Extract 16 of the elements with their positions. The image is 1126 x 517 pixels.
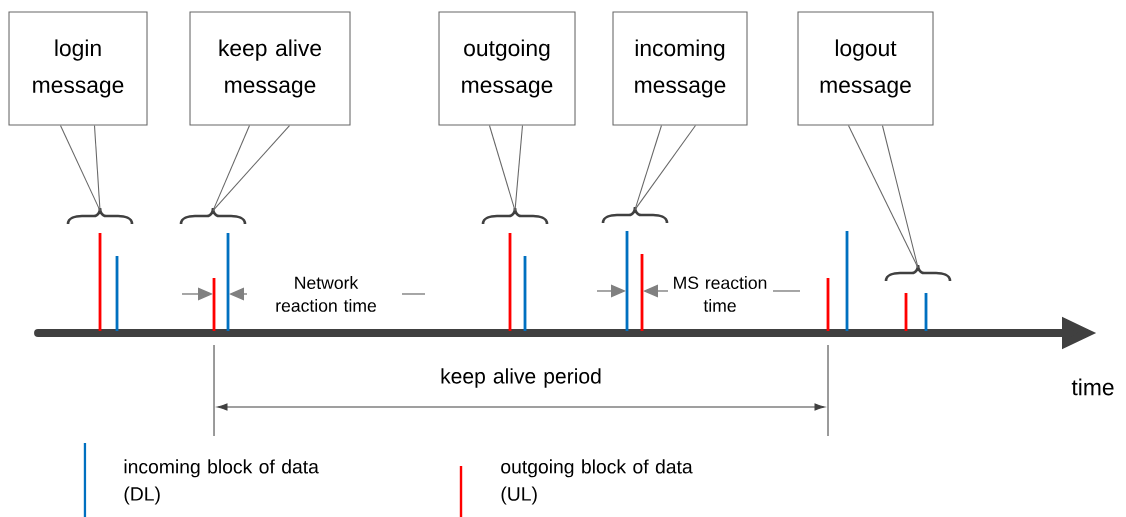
curly-brace <box>179 206 247 225</box>
curly-brace <box>601 205 669 224</box>
dimension-label: MS reaction time <box>674 276 767 312</box>
dimension-label: Network reaction time <box>276 276 376 312</box>
callout-box: logout message <box>797 11 934 126</box>
callout-box: keep alive message <box>189 11 351 126</box>
legend-text: incoming block of data (DL) <box>124 459 319 505</box>
callout-box: login message <box>8 11 148 126</box>
axis-label: time <box>1071 378 1114 396</box>
legend-text: outgoing block of data (UL) <box>501 459 693 505</box>
curly-brace <box>884 263 952 282</box>
dimension-label: keep alive period <box>441 368 601 388</box>
callout-box: incoming message <box>612 11 748 126</box>
callout-box: outgoing message <box>438 11 576 126</box>
curly-brace <box>481 206 549 225</box>
curly-brace <box>66 206 134 225</box>
